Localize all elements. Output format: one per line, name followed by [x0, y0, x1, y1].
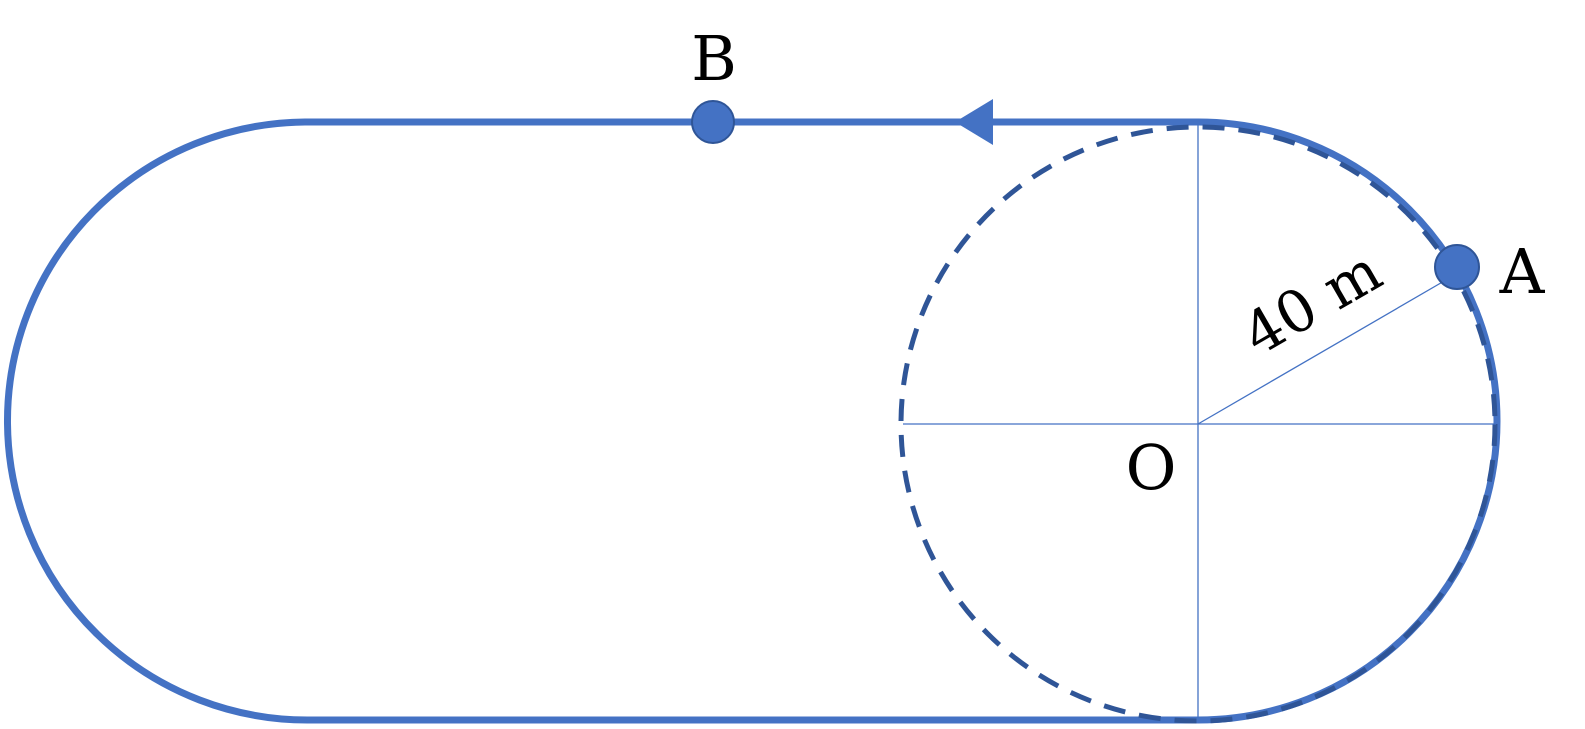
center-label: O — [1126, 431, 1177, 504]
arrow-left-icon — [955, 99, 993, 145]
point-a-marker — [1434, 244, 1480, 290]
point-b-marker — [691, 100, 735, 144]
radius-label: 40 m — [1231, 236, 1393, 369]
point-a-label: A — [1499, 235, 1546, 308]
radius-line-to-a — [1197, 272, 1459, 425]
point-b-label: B — [691, 22, 737, 95]
track-outline — [4, 118, 1501, 724]
